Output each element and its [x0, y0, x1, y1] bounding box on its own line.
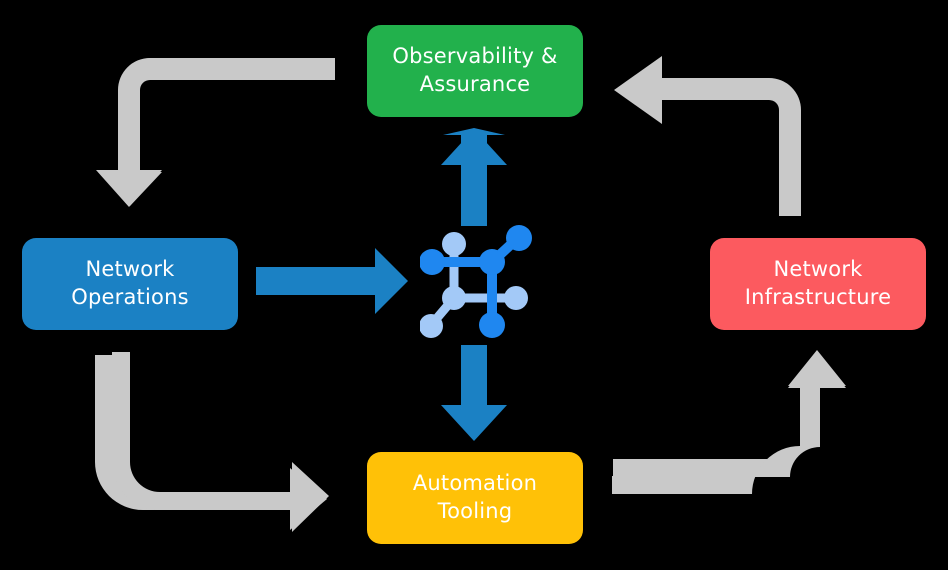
node-network-infrastructure-label: Network Infrastructure	[744, 257, 892, 309]
icon-secondary-nodes	[420, 232, 528, 338]
icon-primary-nodes	[420, 225, 532, 338]
node-automation-tooling[interactable]: Automation Tooling	[367, 452, 583, 544]
node-observability-label: Observability & Assurance	[392, 44, 558, 96]
arrow-center-to-automation	[441, 345, 507, 441]
arrow-netops-to-center	[256, 248, 408, 314]
network-topology-icon	[420, 225, 532, 338]
arrow-center-to-observability	[441, 128, 507, 226]
loop-arrow-shapes	[96, 56, 846, 532]
node-automation-tooling-label: Automation Tooling	[412, 471, 538, 523]
node-network-infrastructure[interactable]: Network Infrastructure	[710, 238, 926, 330]
node-observability-assurance[interactable]: Observability & Assurance	[367, 25, 583, 117]
node-network-operations[interactable]: Network Operations	[22, 238, 238, 330]
node-network-operations-label: Network Operations	[71, 257, 189, 309]
